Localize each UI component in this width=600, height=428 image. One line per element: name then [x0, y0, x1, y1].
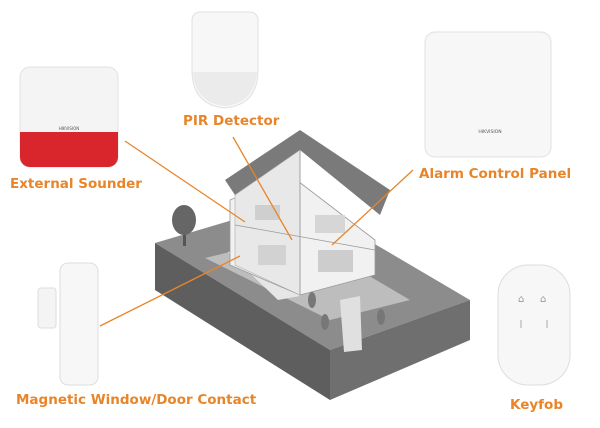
contact-connector	[99, 255, 241, 327]
connector-lines	[99, 136, 414, 327]
external-sounder-device: HIKVISION	[19, 66, 119, 168]
pir-connector	[232, 136, 293, 241]
keyfob-device: ⌂ ⌂	[497, 264, 571, 386]
panel-brand-logo: HIKVISION	[478, 129, 501, 135]
sounder-connector	[124, 140, 246, 223]
magnetic-contact-device	[37, 262, 99, 386]
sounder-brand-logo: HIKVISION	[59, 126, 80, 131]
alarm-control-panel-device: HIKVISION	[424, 31, 552, 158]
panel-connector	[331, 169, 414, 246]
external-sounder-label: External Sounder	[10, 176, 142, 192]
small-trees	[308, 292, 385, 330]
away-icon: ⌂	[540, 294, 546, 305]
house	[225, 130, 390, 296]
magnetic-contact-label: Magnetic Window/Door Contact	[16, 392, 257, 408]
tree	[172, 205, 196, 246]
pir-detector-label: PIR Detector	[183, 113, 280, 129]
pir-detector-device	[191, 11, 259, 109]
alarm-control-panel-label: Alarm Control Panel	[419, 166, 572, 182]
home-icon: ⌂	[518, 294, 524, 305]
keyfob-label: Keyfob	[510, 397, 563, 413]
